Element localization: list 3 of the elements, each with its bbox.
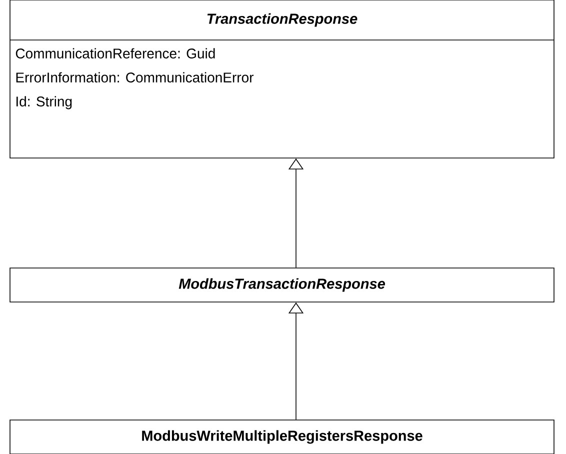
class-box: ModbusTransactionResponse xyxy=(10,268,554,302)
class-box: TransactionResponse CommunicationReference: Guid ErrorInformation: CommunicationError Id: String xyxy=(10,0,554,158)
class-box: ModbusWriteMultipleRegistersResponse xyxy=(10,420,554,454)
